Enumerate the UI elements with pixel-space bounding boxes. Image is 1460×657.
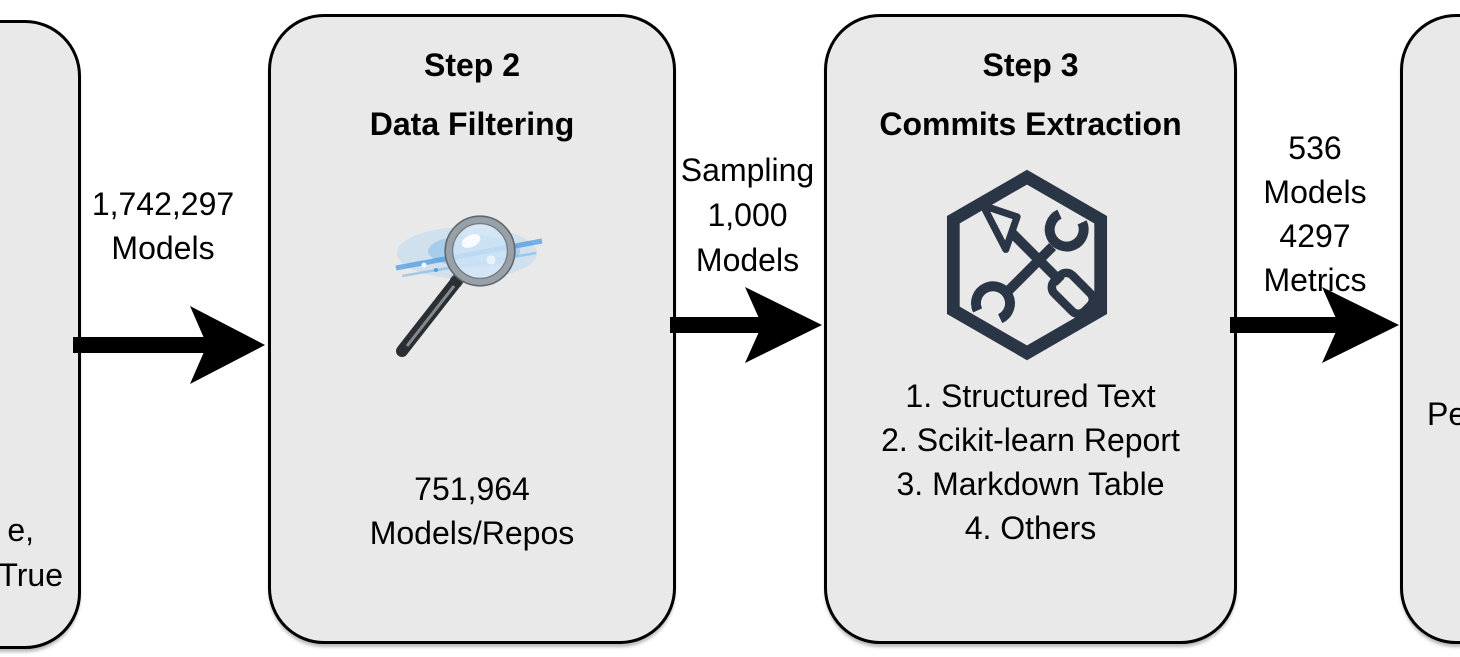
arrow3-label-line3: 4297 — [1279, 218, 1351, 254]
arrow-2 — [670, 287, 822, 363]
step3-subtitle: Commits Extraction — [879, 106, 1182, 142]
arrow1-label-line1: 1,742,297 — [91, 186, 235, 222]
step3-box: Step 3 Commits Extraction — [824, 14, 1237, 644]
step1-text-fragment-2: True — [0, 557, 63, 593]
arrow-1 — [73, 306, 265, 384]
arrow2-label-line2: 1,000 — [707, 197, 788, 233]
arrow3-label-line1: 536 — [1288, 130, 1342, 166]
arrow2-label: Sampling 1,000 Models — [655, 148, 840, 283]
step1-box-partial: e, True — [0, 20, 81, 649]
step2-stat-count: 751,964 — [414, 471, 530, 507]
step1-text-fragment-1: e, — [7, 512, 34, 548]
crossed-tools-hexagon-icon — [942, 169, 1112, 361]
arrow2-label-line3: Models — [695, 242, 800, 278]
arrow2-label-line1: Sampling — [680, 152, 815, 188]
arrow-3 — [1230, 287, 1399, 363]
magnifier-search-icon — [394, 213, 544, 363]
step3-list-item-3: 3. Markdown Table — [896, 466, 1165, 502]
step4-text-fragment: Pe — [1427, 396, 1460, 432]
step3-list-item-4: 4. Others — [964, 510, 1097, 546]
arrow1-label: 1,742,297 Models — [48, 182, 278, 270]
step2-title: Step 2 — [423, 47, 521, 83]
step3-extraction-list: 1. Structured Text 2. Scikit-learn Repor… — [827, 374, 1234, 550]
step2-stats: 751,964 Models/Repos — [271, 467, 673, 555]
step2-subtitle: Data Filtering — [369, 106, 575, 142]
step3-list-item-1: 1. Structured Text — [905, 378, 1156, 414]
arrow3-label: 536 Models 4297 Metrics — [1225, 126, 1405, 302]
arrow3-label-line4: Metrics — [1263, 262, 1367, 298]
arrow1-label-line2: Models — [111, 230, 215, 266]
step2-stat-unit: Models/Repos — [369, 515, 575, 551]
arrow3-label-line2: Models — [1263, 174, 1367, 210]
step3-title: Step 3 — [982, 47, 1079, 83]
step3-list-item-2: 2. Scikit-learn Report — [881, 422, 1180, 458]
